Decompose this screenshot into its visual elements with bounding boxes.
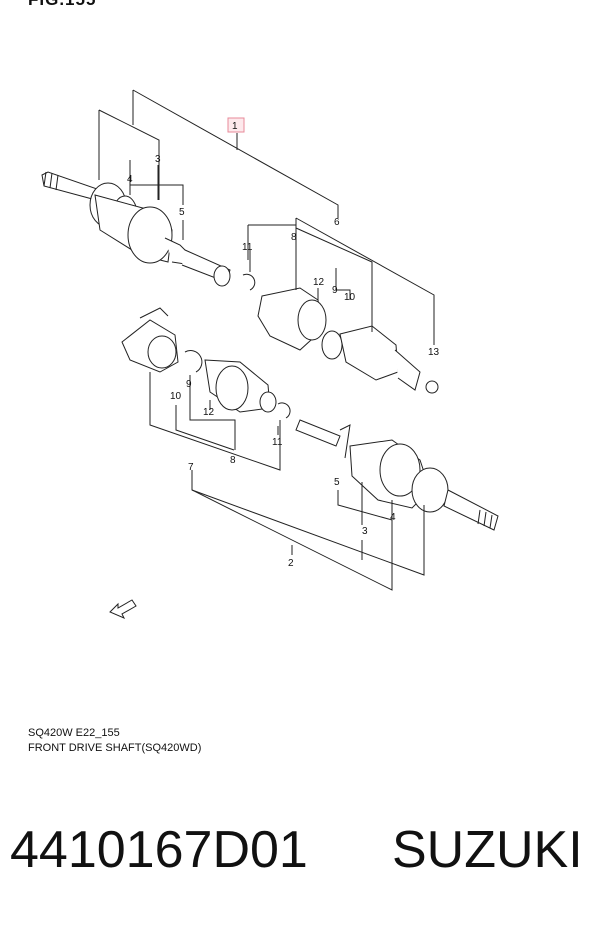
figure-label: FIG.155 [28, 0, 96, 10]
callout-9-upper[interactable]: 9 [332, 285, 338, 296]
callout-1-highlight [227, 117, 245, 133]
callout-12-lower[interactable]: 12 [203, 407, 215, 418]
callout-3-upper[interactable]: 3 [155, 154, 161, 165]
callout-11-lower[interactable]: 11 [272, 437, 283, 448]
brand-name: SUZUKI [392, 821, 583, 879]
callout-8-lower[interactable]: 8 [230, 455, 236, 466]
upper-shaft-assembly [41, 171, 439, 394]
parts-diagram-panel: FIG.155 [28, 0, 499, 754]
callout-4-upper[interactable]: 4 [127, 174, 133, 185]
callout-13[interactable]: 13 [428, 347, 440, 358]
callout-2[interactable]: 2 [288, 558, 294, 569]
callout-8-upper[interactable]: 8 [291, 232, 297, 243]
callout-10-lower[interactable]: 10 [170, 391, 182, 402]
callout-11-upper[interactable]: 11 [242, 242, 253, 253]
callout-6[interactable]: 6 [334, 217, 340, 228]
diagram-title: FRONT DRIVE SHAFT(SQ420WD) [28, 742, 202, 754]
callout-4-lower[interactable]: 4 [390, 512, 396, 523]
callout-5-upper[interactable]: 5 [179, 207, 185, 218]
lower-shaft-assembly [121, 307, 499, 531]
callout-9-lower[interactable]: 9 [186, 379, 192, 390]
diagram-code: SQ420W E22_155 [28, 727, 120, 739]
callout-1[interactable]: 1 [232, 121, 238, 132]
callout-10-upper[interactable]: 10 [344, 292, 356, 303]
exploded-view-drawing: 1 3 4 5 6 8 11 12 9 10 13 9 10 12 11 8 7… [41, 89, 499, 619]
callout-12-upper[interactable]: 12 [313, 277, 325, 288]
part-number: 4410167D01 [10, 821, 308, 879]
fwd-arrow-icon [109, 599, 137, 619]
callout-7[interactable]: 7 [188, 462, 194, 473]
callout-5-lower[interactable]: 5 [334, 477, 340, 488]
callout-3-lower[interactable]: 3 [362, 526, 368, 537]
footer-band [0, 775, 600, 932]
